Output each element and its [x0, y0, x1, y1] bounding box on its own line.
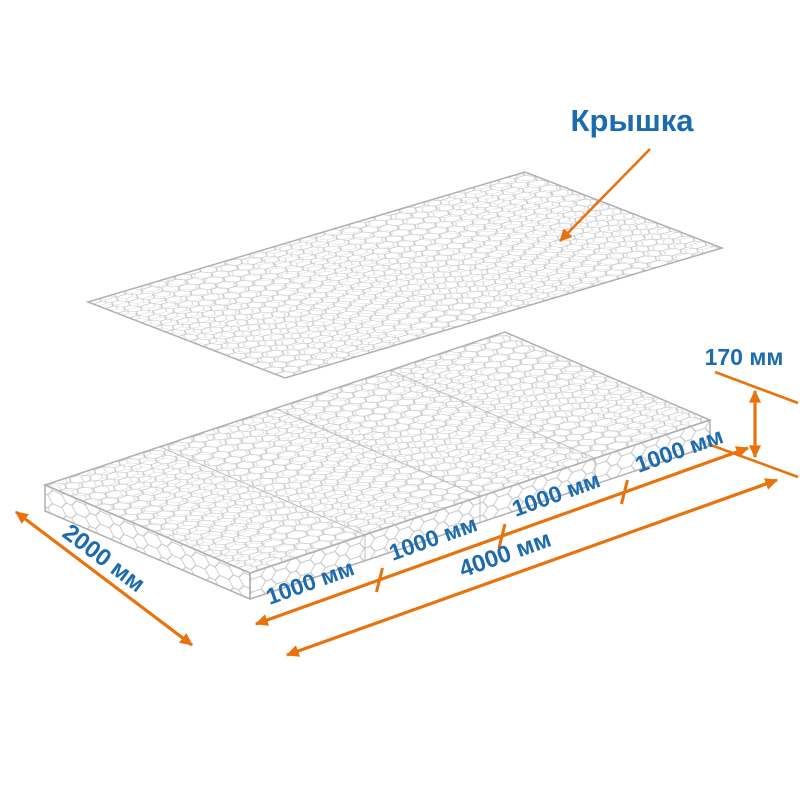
segment-tick: [375, 567, 384, 593]
height-label: 170 мм: [705, 344, 784, 370]
dimensions: [15, 148, 799, 657]
lid-edge-wire: [85, 171, 725, 379]
lid-leader-arrow: [559, 148, 651, 242]
lid-label: Крышка: [571, 103, 695, 138]
lid-mesh-overlay: [88, 172, 722, 378]
height-extension-line-top: [714, 370, 799, 405]
height-extension-line-bottom: [707, 442, 799, 479]
segment-tick: [620, 479, 629, 505]
base-panel: [42, 331, 713, 601]
segment-tick: [497, 523, 507, 549]
lid-panel: [85, 171, 725, 379]
diaphragm-line: [389, 369, 596, 459]
width-dimension-arrow: [15, 510, 193, 647]
